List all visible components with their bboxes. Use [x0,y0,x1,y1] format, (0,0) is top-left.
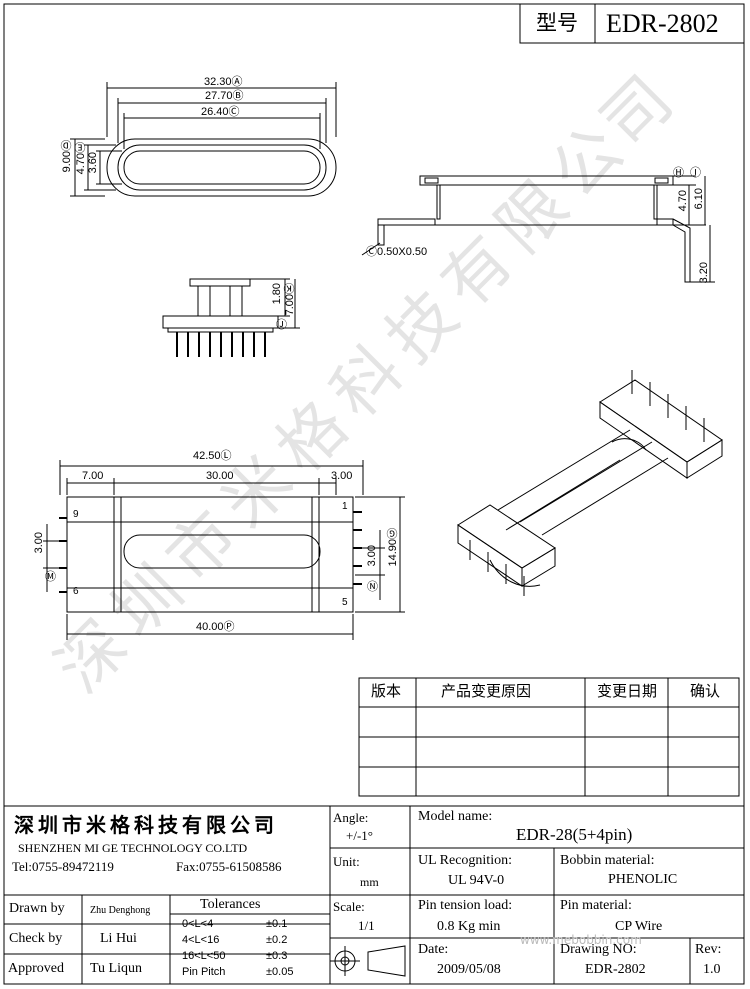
pin-tension-label: Pin tension load: [418,898,513,913]
dim-700: 7.00 [82,470,104,482]
tolerance-value-3: ±0.3 [266,950,288,962]
pin-material-label: Pin material: [560,898,632,913]
dim-i-mark: Ⓘ [690,167,701,179]
website-watermark: www.mebobbin.com [520,933,642,947]
drawn-by-label: Drawn by [9,901,65,916]
date-value: 2009/05/08 [437,962,501,977]
dim-l: 42.50Ⓛ [193,450,232,462]
dim-300: 3.00 [331,470,353,482]
model-name-value: EDR-28(5+4pin) [516,825,633,844]
model-label: 型号 [536,11,578,35]
dim-front-1: 1.80 [271,283,283,305]
dim-left-300: 3.00 [33,532,45,554]
dim-m: Ⓜ [45,571,56,583]
dim-b: 27.70Ⓑ [205,90,244,102]
dim-a: 32.30Ⓐ [204,76,243,88]
bottom-view-pins [59,511,362,593]
dim-j: Ⓙ [276,319,287,331]
drawing-no-value: EDR-2802 [585,962,646,977]
tolerance-range-3: 16<L<50 [182,950,226,962]
company-tel: Tel:0755-89472119 [12,859,114,874]
company-fax: Fax:0755-61508586 [176,859,282,874]
side-view [361,175,715,283]
sheet-border [3,3,745,985]
tolerance-value-4: ±0.05 [266,966,294,978]
revision-table-grid [358,677,740,797]
revision-header-reason: 产品变更原因 [441,682,532,700]
dim-n: Ⓝ [367,581,378,593]
angle-value: +/-1° [346,828,373,843]
model-name-label: Model name: [418,809,493,824]
header-box [519,3,745,44]
check-by-value: Li Hui [100,931,137,946]
pin-number-1: 1 [342,501,348,512]
dim-front-2: 7.00Ⓚ [284,283,296,316]
scale-label: Scale: [333,899,365,914]
dim-f: 3.60 [87,152,99,174]
drawing-no-label: Drawing NO: [560,942,637,957]
bobbin-material-value: PHENOLIC [608,872,678,887]
angle-label: Angle: [333,810,369,825]
tolerance-range-4: Pin Pitch [182,966,226,978]
dim-d: 9.00Ⓓ [61,140,73,173]
model-value: EDR-2802 [606,9,719,38]
front-view-pins [176,332,266,357]
revision-header-version: 版本 [371,682,402,700]
top-view [70,82,337,197]
bottom-view [43,460,405,640]
dim-chamfer: Ⓒ0.50X0.50 [366,246,428,258]
title-block-grid [4,805,744,984]
company-name-en: SHENZHEN MI GE TECHNOLOGY CO.LTD [18,841,248,855]
dim-pin-length: 3.20 [698,262,710,284]
date-label: Date: [418,942,449,957]
check-by-label: Check by [9,931,63,946]
approved-value: Tu Liqun [90,961,143,976]
dim-right-300: 3.00 [366,545,378,567]
dim-h-mark: Ⓗ [673,167,684,179]
isometric-view [457,370,723,596]
company-name-cn: 深圳市米格科技有限公司 [14,813,278,837]
dim-c: 26.40Ⓒ [201,106,240,118]
projection-symbol [330,945,406,977]
rev-value: 1.0 [703,962,721,977]
pin-number-6: 6 [73,586,79,597]
drawn-by-value: Zhu Denghong [90,905,151,916]
unit-label: Unit: [333,854,360,869]
tolerance-range-2: 4<L<16 [182,934,220,946]
revision-header-confirm: 确认 [690,682,721,700]
pin-material-value: CP Wire [615,919,663,934]
scale-value: 1/1 [358,918,375,933]
ul-value: UL 94V-0 [448,873,505,888]
tolerance-range-1: 0<L<4 [182,918,214,930]
dim-p: 40.00Ⓟ [196,621,235,633]
ul-label: UL Recognition: [418,853,512,868]
unit-value: mm [360,875,379,889]
tolerances-title: Tolerances [200,897,261,912]
dim-e: 4.70Ⓔ [75,142,87,175]
pin-number-5: 5 [342,597,348,608]
bobbin-material-label: Bobbin material: [560,853,655,868]
tolerance-value-1: ±0.1 [266,918,288,930]
dim-g: 14.90Ⓖ [387,528,399,567]
approved-label: Approved [8,961,64,976]
pin-number-9: 9 [73,509,79,520]
revision-header-date: 变更日期 [597,682,658,700]
dim-h: 4.70 [677,190,689,212]
dim-3000: 30.00 [206,470,234,482]
front-view [162,278,300,333]
rev-label: Rev: [695,942,722,957]
tolerance-value-2: ±0.2 [266,934,288,946]
dim-i: 6.10 [693,188,705,210]
pin-tension-value: 0.8 Kg min [437,919,501,934]
